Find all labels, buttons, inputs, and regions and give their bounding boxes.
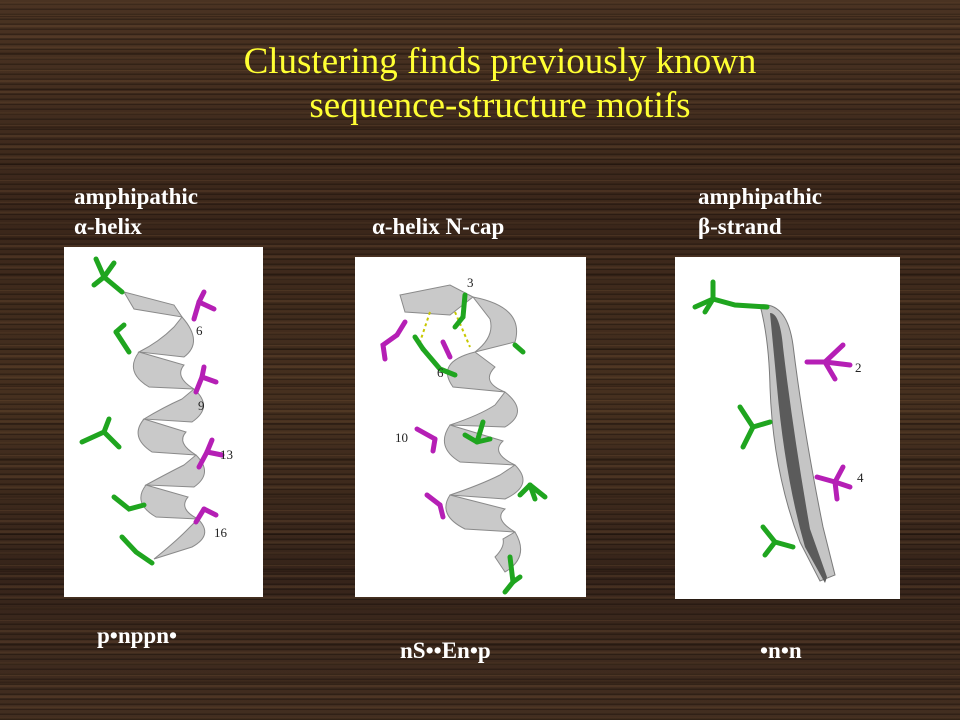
alpha-helix-structure-drawing: 6 9 13 16 — [79, 256, 233, 566]
title-line-2: sequence-structure motifs — [309, 85, 691, 126]
panel-2-label-line-1: α-helix N-cap — [372, 214, 505, 239]
panel-1-label-line-2: α-helix — [74, 214, 142, 239]
alpha-helix-structure-image: 6 9 13 16 — [64, 247, 263, 597]
residue-number: 6 — [196, 323, 203, 338]
residue-number: 10 — [395, 430, 408, 445]
residue-number: 13 — [220, 447, 233, 462]
residue-number: 16 — [214, 525, 228, 540]
residue-number: 2 — [855, 360, 862, 375]
panel-3-label-line-2: β-strand — [698, 214, 782, 239]
panel-2-sequence-pattern: nS••En•p — [400, 638, 491, 663]
residue-number: 4 — [857, 470, 864, 485]
panel-2-label: α-helix N-cap — [372, 212, 504, 242]
panel-3-label-line-1: amphipathic — [698, 184, 822, 209]
helix-n-cap-structure-drawing: 3 6 10 — [380, 275, 548, 595]
beta-strand-structure-drawing: 2 4 — [692, 279, 864, 583]
panel-3-label: amphipathic β-strand — [698, 182, 822, 242]
residue-number: 6 — [437, 365, 444, 380]
residue-number: 9 — [198, 398, 205, 413]
slide-title: Clustering finds previously known sequen… — [0, 40, 960, 128]
residue-number: 3 — [467, 275, 474, 290]
panel-1-label-line-1: amphipathic — [74, 184, 198, 209]
panel-3-sequence-pattern: •n•n — [760, 638, 802, 663]
helix-n-cap-structure-image: 3 6 10 — [355, 257, 586, 597]
title-line-1: Clustering finds previously known — [243, 41, 757, 82]
beta-strand-structure-image: 2 4 — [675, 257, 900, 599]
panel-1-sequence-pattern: p•nppn• — [97, 623, 178, 648]
panel-1-label: amphipathic α-helix — [74, 182, 198, 242]
